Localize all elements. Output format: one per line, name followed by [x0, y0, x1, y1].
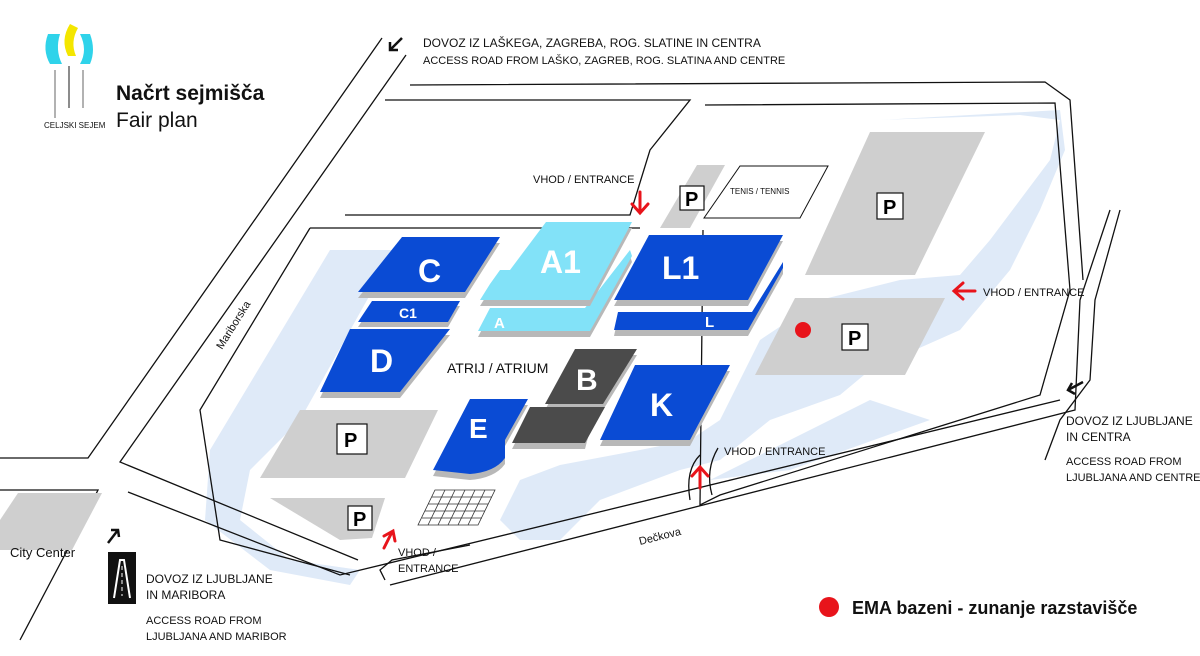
- hall-k[interactable]: K: [600, 365, 730, 446]
- svg-text:E: E: [469, 413, 488, 444]
- svg-text:A: A: [494, 315, 505, 332]
- access-south-sl-2: IN MARIBORA: [146, 588, 225, 602]
- red-arrow-icon: [630, 190, 650, 216]
- street-deckova: Dečkova: [638, 526, 683, 548]
- access-south-sl: DOVOZ IZ LJUBLJANE: [146, 572, 273, 586]
- tennis-label: TENIS / TENNIS: [730, 187, 789, 196]
- entrance-east-label: VHOD / ENTRANCE: [983, 287, 1084, 299]
- svg-text:K: K: [650, 387, 673, 423]
- parking-sign: P: [876, 192, 904, 220]
- entrance-north-label: VHOD / ENTRANCE: [533, 174, 634, 186]
- hall-b[interactable]: B: [512, 349, 637, 449]
- entrance-south-label-2: ENTRANCE: [398, 563, 459, 575]
- red-arrow-icon: [690, 464, 710, 490]
- parking-sign: P: [679, 185, 705, 211]
- parking-sign: P: [347, 505, 373, 531]
- street-mariborska: Mariborska: [214, 298, 253, 351]
- entrance-southeast-label: VHOD / ENTRANCE: [724, 446, 825, 458]
- svg-text:A1: A1: [540, 244, 581, 280]
- hall-a1[interactable]: A1: [480, 222, 632, 306]
- hall-e[interactable]: E: [433, 399, 528, 480]
- parking-sign: P: [841, 323, 869, 351]
- access-north-sl: DOVOZ IZ LAŠKEGA, ZAGREBA, ROG. SLATINE …: [423, 35, 761, 50]
- svg-text:P: P: [353, 509, 366, 531]
- parking-areas: [0, 132, 985, 550]
- hall-l[interactable]: L: [614, 262, 783, 336]
- legend-marker-icon: [819, 597, 839, 617]
- access-east-en: ACCESS ROAD FROM: [1066, 456, 1182, 468]
- red-arrow-icon: [951, 281, 977, 301]
- svg-text:P: P: [848, 328, 861, 350]
- access-north-en: ACCESS ROAD FROM LAŠKO, ZAGREB, ROG. SLA…: [423, 54, 785, 67]
- access-south-en: ACCESS ROAD FROM: [146, 615, 262, 627]
- access-east-sl: DOVOZ IZ LJUBLJANE: [1066, 414, 1193, 428]
- hall-d[interactable]: D: [320, 329, 450, 398]
- motorway-icon: [108, 552, 136, 604]
- hall-l1[interactable]: L1: [614, 235, 783, 306]
- hall-c1[interactable]: C1: [358, 301, 460, 327]
- svg-text:C1: C1: [399, 305, 417, 321]
- title-slovene: Načrt sejmišča: [116, 82, 265, 105]
- red-arrow-icon: [382, 528, 397, 550]
- city-center-label: City Center: [10, 545, 76, 560]
- svg-text:P: P: [883, 197, 896, 219]
- hall-a[interactable]: A: [478, 250, 632, 337]
- celjski-sejem-logo: CELJSKI SEJEM: [44, 24, 106, 130]
- tennis-court: [703, 165, 829, 219]
- access-arrow-icon: [388, 37, 403, 52]
- svg-text:L: L: [705, 314, 714, 331]
- parking-sign: P: [336, 423, 368, 455]
- hall-c[interactable]: C: [358, 237, 500, 298]
- access-south-en-2: LJUBLJANA AND MARIBOR: [146, 631, 287, 643]
- svg-text:C: C: [418, 253, 441, 289]
- roads: [0, 37, 1121, 641]
- svg-text:B: B: [576, 364, 598, 397]
- grid-area: [417, 489, 496, 526]
- svg-text:P: P: [685, 189, 698, 211]
- svg-text:L1: L1: [662, 250, 699, 286]
- legend-ema-label: EMA bazeni - zunanje razstavišče: [852, 598, 1137, 618]
- entrance-south-label: VHOD /: [398, 547, 437, 559]
- access-east-en-2: LJUBLJANA AND CENTRE: [1066, 472, 1200, 484]
- access-arrow-icon: [107, 528, 121, 544]
- atrium-label: ATRIJ / ATRIUM: [447, 360, 548, 376]
- logo-text: CELJSKI SEJEM: [44, 121, 106, 130]
- svg-text:P: P: [344, 430, 357, 452]
- access-arrow-icon: [1066, 380, 1084, 396]
- ema-marker[interactable]: [795, 322, 811, 338]
- svg-text:D: D: [370, 343, 393, 379]
- access-east-sl-2: IN CENTRA: [1066, 430, 1131, 444]
- title-english: Fair plan: [116, 109, 198, 132]
